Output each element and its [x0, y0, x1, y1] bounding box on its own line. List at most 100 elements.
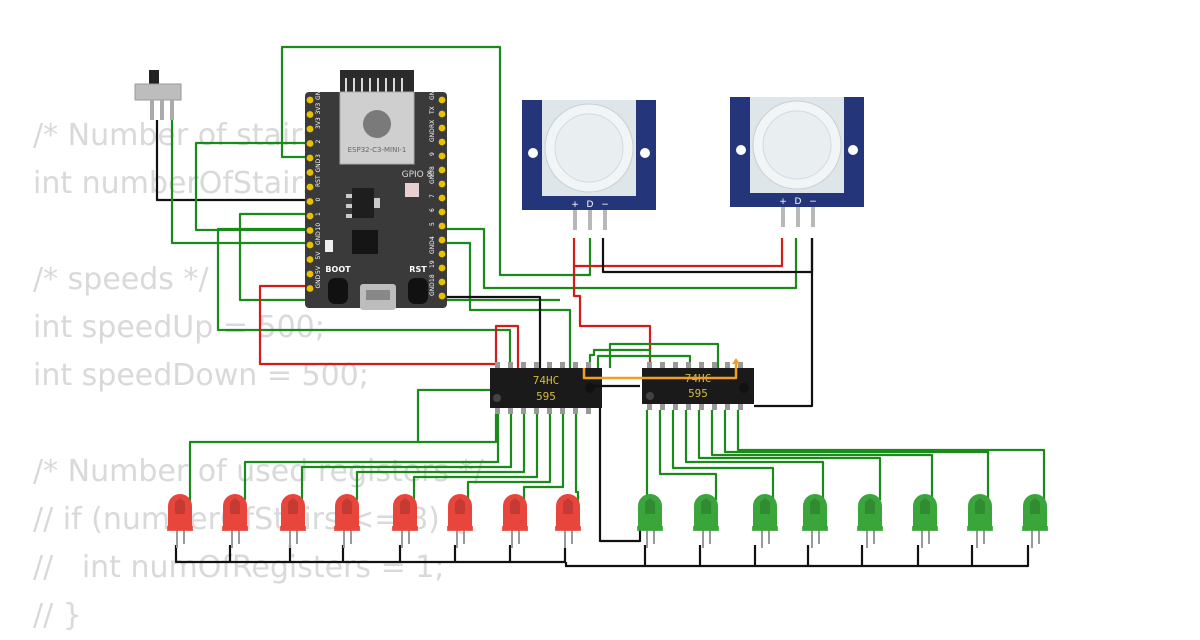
esp32-pin[interactable] [438, 138, 446, 146]
esp32-pin-label: 9 [429, 152, 436, 156]
esp32-pin[interactable] [306, 169, 314, 176]
esp32-pin-label: GND [429, 128, 436, 142]
esp32-pin[interactable] [306, 241, 314, 249]
pir-pin-label: D [587, 200, 594, 210]
red-led[interactable] [502, 494, 528, 548]
esp32-pin-label: 4 [429, 236, 436, 240]
green-led[interactable] [1022, 494, 1048, 548]
esp32-pin[interactable] [438, 166, 446, 174]
pir-pin-label: D [795, 197, 802, 207]
red-led[interactable] [222, 494, 248, 548]
esp32-pin-label: 6 [429, 208, 436, 212]
esp32-pin[interactable] [306, 285, 314, 292]
esp32-pin[interactable] [438, 278, 446, 286]
shift-register-2[interactable]: 74HC 595 [642, 368, 754, 404]
esp32-pin-label: 5V [315, 251, 322, 260]
pir-pin-label: + [779, 197, 787, 207]
esp32-pin[interactable] [306, 154, 314, 162]
esp32-pin[interactable] [306, 125, 314, 133]
led-row [167, 494, 1048, 548]
slide-switch[interactable] [134, 70, 182, 120]
esp32-pin[interactable] [438, 292, 446, 300]
green-led[interactable] [752, 494, 778, 548]
green-led[interactable] [857, 494, 883, 548]
esp32-pin[interactable] [306, 227, 314, 234]
esp32-pin-label: 5 [429, 222, 436, 226]
esp32-pin[interactable] [438, 222, 446, 230]
red-led[interactable] [447, 494, 473, 548]
esp32-pin-label: GND [315, 86, 322, 100]
esp32-pin[interactable] [306, 256, 314, 263]
esp32-pin-label: 3V3 [315, 117, 322, 129]
esp32-pin[interactable] [306, 270, 314, 278]
esp32-pin-label: 1 [315, 212, 322, 216]
boot-label: BOOT [325, 265, 351, 274]
esp32-pin-label: GND [429, 86, 436, 100]
esp32-pin[interactable] [438, 110, 446, 118]
esp32-c3-board[interactable]: ESP32-C3-MINI-1 GPIO 8 BOOT RST GND 3V3 3V… [305, 70, 447, 310]
esp32-pin-label: GND [429, 240, 436, 254]
pir-pin-label: + [571, 200, 579, 210]
esp32-pin[interactable] [438, 194, 446, 202]
esp32-pin[interactable] [306, 183, 314, 191]
esp32-pin[interactable] [438, 124, 446, 132]
green-led[interactable] [912, 494, 938, 548]
pir-sensor-2[interactable]: + D− [730, 97, 864, 227]
esp32-pin[interactable] [438, 180, 446, 188]
esp32-pin-label: 0 [315, 198, 322, 202]
esp32-pin-label: 2 [315, 140, 322, 144]
esp32-pin-label: RX [429, 120, 436, 128]
green-led[interactable] [967, 494, 993, 548]
shift-register-1-line1: 74HC [533, 374, 560, 387]
esp32-pin[interactable] [306, 111, 314, 118]
esp32-pin-label: 3 [315, 154, 322, 158]
green-led[interactable] [802, 494, 828, 548]
pir-pin-label: − [601, 200, 609, 210]
pir-sensor-1[interactable]: + D− [522, 100, 656, 230]
green-led[interactable] [637, 494, 663, 548]
gpio8-label: GPIO 8 [402, 170, 433, 180]
esp32-pin-label: RST [315, 175, 322, 187]
esp32-pin-label: GND [315, 231, 322, 245]
esp32-pin[interactable] [438, 208, 446, 216]
esp32-pin-label: GND [315, 274, 322, 288]
esp32-pin-label: 10 [315, 223, 322, 231]
espressif-logo-icon [363, 110, 391, 138]
esp32-pin[interactable] [306, 198, 314, 205]
ground-bus-wires [174, 545, 1030, 568]
esp32-pin-label: 19 [429, 260, 436, 268]
rst-label: RST [409, 265, 427, 274]
esp32-pin-label: GND [315, 158, 322, 172]
esp32-pin[interactable] [438, 264, 446, 272]
esp32-pin-label: 5V [315, 265, 322, 274]
esp32-pin-label: GND [429, 170, 436, 184]
esp32-pin-label: 3V3 [315, 103, 322, 115]
overlay-wires [582, 358, 749, 393]
module-label: ESP32-C3-MINI-1 [348, 146, 407, 154]
esp32-pin-label: 18 [429, 274, 436, 282]
red-led[interactable] [334, 494, 360, 548]
esp32-pin-label: GND [429, 282, 436, 296]
esp32-pin[interactable] [306, 212, 314, 220]
red-led[interactable] [167, 494, 193, 548]
rgb-led [405, 183, 419, 197]
shift-register-1-line2: 595 [536, 390, 556, 403]
esp32-pin[interactable] [438, 152, 446, 160]
esp32-pin-label: TX [429, 106, 436, 115]
signal-wires [155, 45, 1046, 543]
esp32-pin-label: 7 [429, 194, 436, 198]
pir-pin-label: − [809, 197, 817, 207]
green-led[interactable] [693, 494, 719, 548]
red-led[interactable] [280, 494, 306, 548]
esp32-pin-label: 8 [429, 166, 436, 170]
rst-button[interactable] [408, 278, 428, 304]
esp32-pin[interactable] [438, 96, 446, 104]
esp32-pin[interactable] [438, 236, 446, 244]
esp32-pin[interactable] [438, 250, 446, 258]
boot-button[interactable] [328, 278, 348, 304]
red-led[interactable] [555, 494, 581, 548]
esp32-pin[interactable] [306, 140, 314, 147]
esp32-pin[interactable] [306, 96, 314, 104]
red-led[interactable] [392, 494, 418, 548]
shift-register-2-line2: 595 [688, 387, 708, 400]
